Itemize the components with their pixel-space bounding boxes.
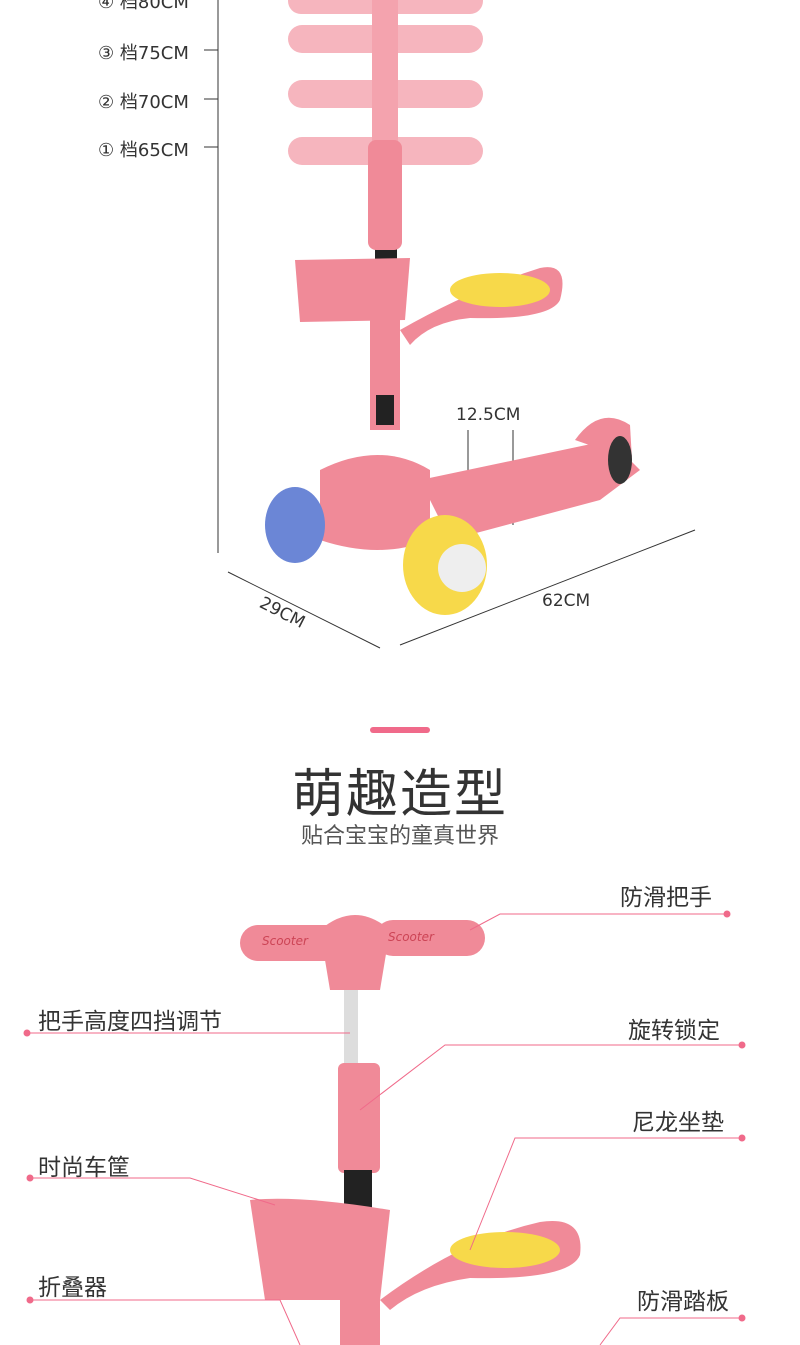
deck-height-label: 12.5CM xyxy=(456,405,521,425)
height-level-1: ① 档65CM xyxy=(98,140,189,161)
callout-height-adjust: 把手高度四挡调节 xyxy=(38,1009,222,1035)
callout-lines xyxy=(27,913,742,1345)
callout-deck: 防滑踏板 xyxy=(637,1289,729,1315)
width-line xyxy=(227,571,381,649)
height-level-3: ③ 档75CM xyxy=(98,43,189,64)
handle-brand-right: Scooter xyxy=(388,930,434,944)
accent-bar xyxy=(370,727,430,733)
handle-brand-left: Scooter xyxy=(262,934,308,948)
callout-basket: 时尚车筐 xyxy=(38,1155,130,1181)
callout-folder: 折叠器 xyxy=(38,1275,107,1301)
section-subtitle: 贴合宝宝的童真世界 xyxy=(300,824,499,849)
height-level-4: ④ 档80CM xyxy=(98,0,189,13)
length-label: 62CM xyxy=(542,591,591,611)
callout-dots xyxy=(23,910,746,1322)
height-level-2: ② 档70CM xyxy=(98,92,189,113)
callout-rotation-lock: 旋转锁定 xyxy=(628,1018,720,1044)
top-scooter xyxy=(265,0,640,615)
length-line xyxy=(399,529,696,646)
bottom-scooter xyxy=(240,915,581,1345)
callout-grip: 防滑把手 xyxy=(620,885,712,911)
section-title: 萌趣造型 xyxy=(291,765,508,825)
callout-seat: 尼龙坐垫 xyxy=(632,1110,724,1136)
